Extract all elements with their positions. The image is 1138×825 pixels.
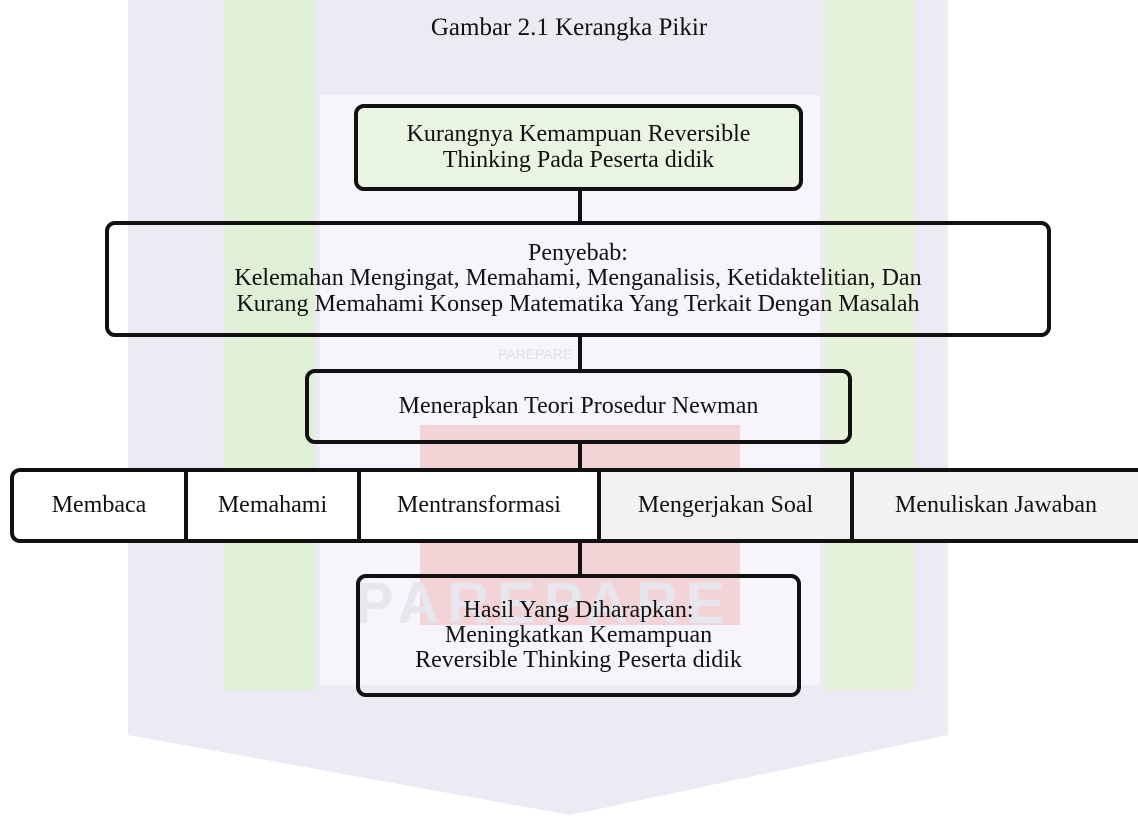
node-result-heading: Hasil Yang Diharapkan:	[463, 596, 694, 623]
node-result: Hasil Yang Diharapkan: Meningkatkan Kema…	[356, 574, 801, 697]
node-cause-line: Kurang Memahami Konsep Matematika Yang T…	[236, 290, 920, 317]
connector-steps-result	[578, 540, 582, 578]
watermark-text: PAREPARE	[355, 571, 733, 636]
node-result-line: Reversible Thinking Peserta didik	[415, 647, 742, 674]
step-memahami: Memahami	[184, 472, 357, 539]
step-mengerjakan-soal: Mengerjakan Soal	[597, 472, 850, 539]
node-result-line: Meningkatkan Kemampuan	[444, 621, 713, 648]
newman-steps-row: Membaca Memahami Mentransformasi Mengerj…	[10, 468, 1138, 543]
step-menuliskan-jawaban: Menuliskan Jawaban	[850, 472, 1138, 539]
step-membaca: Membaca	[51, 492, 147, 518]
node-method-label: Menerapkan Teori Prosedur Newman	[398, 392, 759, 419]
watermark-green-bar-left	[225, 0, 315, 690]
node-problem-line: Thinking Pada Peserta didik	[442, 146, 715, 173]
node-problem: Kurangnya Kemampuan Reversible Thinking …	[354, 104, 803, 191]
watermark-green-bar-right	[825, 0, 915, 690]
node-cause-line: Kelemahan Mengingat, Memahami, Menganali…	[234, 265, 922, 292]
node-cause-heading: Penyebab:	[528, 240, 628, 267]
connector-cause-method	[578, 334, 582, 372]
node-method: Menerapkan Teori Prosedur Newman	[305, 369, 852, 444]
node-problem-line: Kurangnya Kemampuan Reversible	[406, 121, 751, 148]
figure-title: Gambar 2.1 Kerangka Pikir	[430, 14, 708, 41]
connector-method-steps	[578, 441, 582, 471]
step-mentransformasi: Mentransformasi	[357, 472, 597, 539]
connector-problem-cause	[578, 188, 582, 224]
node-cause: Penyebab: Kelemahan Mengingat, Memahami,…	[105, 221, 1051, 337]
watermark-small-text: PAREPARE	[498, 346, 573, 362]
watermark-point-shape	[128, 735, 948, 815]
